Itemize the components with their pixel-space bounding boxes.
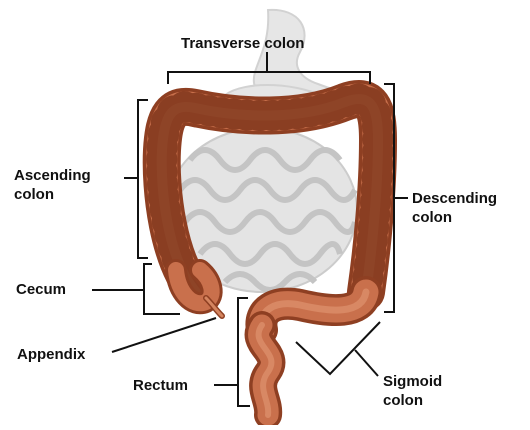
label-sigmoid-colon: Sigmoid colon [383, 372, 442, 410]
label-cecum: Cecum [16, 280, 66, 299]
label-appendix: Appendix [17, 345, 85, 364]
sigmoid-leader [355, 350, 378, 376]
label-rectum: Rectum [133, 376, 188, 395]
appendix-leader [112, 318, 216, 352]
sigmoid-bracket [296, 322, 380, 374]
label-ascending-colon: Ascending colon [14, 166, 91, 204]
label-transverse-colon: Transverse colon [181, 34, 304, 53]
label-descending-colon: Descending colon [412, 189, 497, 227]
